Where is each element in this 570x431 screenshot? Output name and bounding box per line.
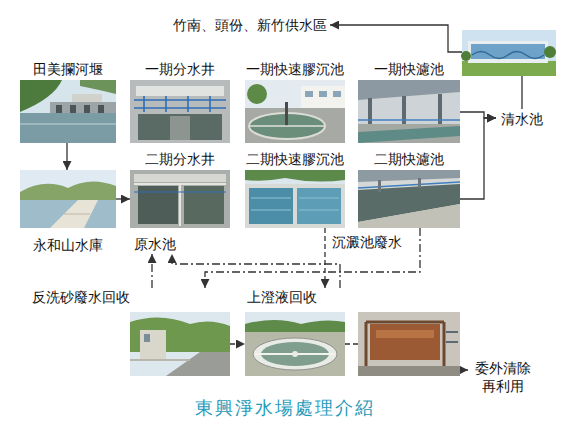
- photo-clarifier-1: [245, 80, 345, 143]
- photo-clarifier-2: [245, 170, 345, 228]
- photo-weir: [20, 80, 116, 143]
- photo-split-well-2: [130, 170, 230, 228]
- flow-arrow: [151, 254, 152, 288]
- diagram-title: 東興淨水場處理介紹: [0, 396, 570, 420]
- photo-backwash-tank: [130, 312, 230, 376]
- node-label: 清水池: [501, 110, 543, 128]
- node-label: 二期快濾池: [374, 150, 444, 168]
- photo-node: 二期分水井: [130, 150, 230, 228]
- flow-arrow: [116, 198, 130, 199]
- photo-node: 一期快濾池: [358, 60, 460, 143]
- photo-node: 一期分水井: [130, 60, 230, 143]
- photo-supply-building: [461, 30, 556, 76]
- text-node: 清水池: [496, 109, 548, 129]
- node-label: 一期快濾池: [374, 60, 444, 78]
- text-node: 原水池: [130, 234, 180, 254]
- node-label: 一期分水井: [145, 60, 215, 78]
- node-label: 一期快速膠沉池: [246, 60, 344, 78]
- flow-arrow: [324, 228, 325, 288]
- photo-split-well-1: [130, 80, 230, 143]
- node-label: 田美攔河堰: [33, 60, 103, 78]
- node-label: 二期分水井: [145, 150, 215, 168]
- photo-filter-1: [358, 80, 460, 143]
- node-label: 上澄液回收: [247, 288, 317, 306]
- flow-arrow: [205, 228, 420, 288]
- photo-node: 上澄液回收: [245, 288, 345, 376]
- text-node: 竹南、頭份、新竹供水區: [170, 14, 330, 36]
- flow-arrow: [460, 118, 496, 199]
- flow-arrow: [230, 343, 245, 344]
- photo-node: 永和山水庫: [20, 170, 116, 254]
- photo-node: 一期快速膠沉池: [243, 60, 347, 143]
- photo-node: 反洗砂廢水回收: [30, 288, 230, 376]
- photo-thickener: [245, 312, 345, 376]
- node-label: 反洗砂廢水回收: [32, 288, 130, 306]
- text-node: 委外清除 再利用: [468, 356, 538, 398]
- photo-dewatering: [358, 312, 460, 376]
- photo-filter-2: [358, 170, 460, 228]
- node-label: 二期快速膠沉池: [246, 150, 344, 168]
- photo-node: 二期快濾池: [358, 150, 460, 228]
- photo-reservoir: [20, 170, 116, 228]
- photo-node: 田美攔河堰: [20, 60, 116, 143]
- flow-arrow: [172, 254, 340, 288]
- flow-arrow: [460, 112, 496, 118]
- flow-arrow: [66, 143, 67, 170]
- node-label: 委外清除 再利用: [474, 359, 532, 395]
- node-label: 竹南、頭份、新竹供水區: [173, 16, 327, 34]
- node-label: 永和山水庫: [33, 236, 103, 254]
- photo-node: 二期快速膠沉池: [243, 150, 347, 228]
- edge-label: 沉澱池廢水: [331, 234, 403, 250]
- node-label: 原水池: [134, 235, 176, 253]
